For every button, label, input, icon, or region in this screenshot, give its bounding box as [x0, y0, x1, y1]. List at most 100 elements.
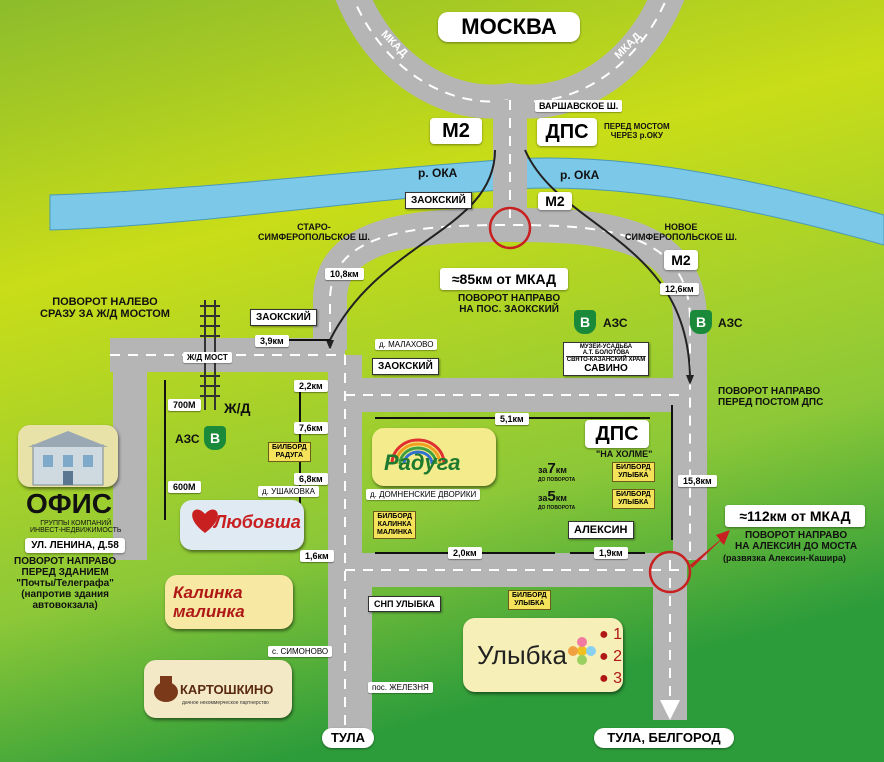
za7-num: 7 — [547, 460, 556, 477]
roundabout-112-marker — [648, 550, 692, 594]
sign-savino: САВИНО — [584, 363, 628, 374]
dist-22: 2,2км — [294, 380, 328, 392]
billboard-kalinka: БИЛБОРД КАЛИНКА МАЛИНКА — [373, 511, 417, 539]
za7-note: за7км ДО ПОВОРОТА — [538, 460, 575, 483]
raduga-name: Радуга — [384, 450, 461, 475]
za5-sub: ДО ПОВОРОТА — [538, 505, 576, 511]
ulybka-card: Улыбка ● 1 ● 2 ● 3 — [463, 618, 623, 692]
azs-label-3: АЗС — [175, 432, 200, 446]
sign-museum-name: МУЗЕЙ-УСАДЬБА А.Т. БОЛОТОВА — [579, 344, 633, 356]
billboard-ulybka-1: БИЛБОРД УЛЫБКА — [612, 462, 655, 482]
turn112-note2: (развязка Алексин-Кашира) — [723, 553, 846, 563]
village-domnenskie: д. ДОМНЕНСКИЕ ДВОРИКИ — [366, 489, 481, 500]
exit-arrow — [690, 530, 730, 568]
kalinka-card: Калинка малинка — [165, 575, 293, 629]
azs-icon-1: B — [574, 310, 596, 334]
left-turn-note: ПОВОРОТ НАЛЕВО СРАЗУ ЗА Ж/Д МОСТОМ — [40, 296, 170, 320]
dist-16: 1,6км — [300, 550, 334, 562]
village-zheleznya: пос. ЖЕЛЕЗНЯ — [368, 682, 433, 693]
sign-zaoksky-left: ЗАОКСКИЙ — [250, 309, 317, 326]
novoe-label: НОВОЕ СИМФЕРОПОЛЬСКОЕ Ш. — [625, 222, 737, 242]
azs-label-2: АЗС — [718, 316, 743, 330]
sign-zaoksky-mid: ЗАОКСКИЙ — [372, 358, 439, 375]
dps-top-note: ПЕРЕД МОСТОМ ЧЕРЕЗ р.ОКУ — [604, 122, 670, 140]
dist-76: 7,6км — [294, 422, 328, 434]
ulybka-num-1: ● 1 — [599, 626, 623, 643]
turn85-from: от МКАД — [496, 271, 557, 287]
dist-126: 12,6км — [660, 283, 699, 295]
sign-museum: МУЗЕЙ-УСАДЬБА А.Т. БОЛОТОВА СВЯТО-КАЗАНС… — [563, 342, 649, 376]
dps-top: ДПС — [537, 118, 597, 146]
za7-unit: км — [555, 465, 567, 475]
za5-num: 5 — [547, 488, 556, 505]
turn85-distance: ≈85км от МКАД — [440, 268, 568, 290]
za7-sub: ДО ПОВОРОТА — [538, 477, 576, 483]
turn112-from: от МКАД — [790, 508, 851, 524]
dist-158: 15,8км — [678, 475, 717, 487]
office-title: ОФИС — [26, 488, 113, 519]
sign-snp: СНП УЛЫБКА — [368, 596, 441, 612]
sign-temple: СВЯТО-КАЗАНСКИЙ ХРАМ — [566, 356, 646, 363]
kartoshkino-name: КАРТОШКИНО — [180, 682, 274, 697]
roundabout-85-marker — [488, 206, 532, 250]
sign-zaoksky-top: ЗАОКСКИЙ — [405, 192, 472, 209]
rail-label: Ж/Д — [224, 400, 251, 416]
ulybka-num-3: ● 3 — [599, 670, 623, 687]
azs-icon-2: B — [690, 310, 712, 334]
lubovsha-card: Любовша — [180, 500, 304, 550]
turn112-distance: ≈112км от МКАД — [725, 505, 865, 527]
river-right-label: р. ОКА — [560, 168, 600, 182]
ulybka-n2: 2 — [613, 648, 623, 665]
ulybka-n3: 3 — [613, 670, 623, 687]
varsh-label: ВАРШАВСКОЕ Ш. — [535, 100, 623, 112]
azs-label-1: АЗС — [603, 316, 628, 330]
raduga-card: Радуга — [372, 428, 496, 486]
rainbow-icon — [390, 438, 446, 465]
sign-aleksin: АЛЕКСИН — [568, 521, 634, 539]
turn85-km: ≈85км — [451, 271, 493, 287]
za7-pre: за — [538, 465, 548, 475]
flower-icon — [568, 637, 596, 665]
pot-icon — [154, 676, 178, 702]
staro-label: СТАРО- СИМФЕРОПОЛЬСКОЕ Ш. — [258, 222, 370, 242]
ulybka-num-2: ● 2 — [599, 648, 623, 665]
dist-108: 10,8км — [325, 268, 364, 280]
heart-icon — [192, 509, 218, 533]
dist-20: 2,0км — [448, 547, 482, 559]
billboard-raduga: БИЛБОРД РАДУГА — [268, 442, 311, 462]
dist-68: 6,8км — [294, 473, 328, 485]
dps-mid-note: "НА ХОЛМЕ" — [596, 449, 653, 459]
city-moskva: МОСКВА — [438, 12, 580, 42]
lubovsha-name: Любовша — [214, 512, 301, 532]
river-left-label: р. ОКА — [418, 166, 458, 180]
azs-icon-3: B — [204, 426, 226, 450]
dist-19: 1,9км — [594, 547, 628, 559]
m2-mid-label: М2 — [538, 192, 572, 210]
rail-bridge-label: Ж/Д МОСТ — [183, 352, 232, 363]
turn85-note: ПОВОРОТ НАПРАВО НА ПОС. ЗАОКСКИЙ — [458, 293, 561, 315]
village-simonovo: с. СИМОНОВО — [268, 646, 333, 657]
village-ushakovka: д. УШАКОВКА — [258, 486, 319, 497]
dps-mid: ДПС — [585, 420, 649, 448]
billboard-ulybka-2: БИЛБОРД УЛЫБКА — [612, 489, 655, 509]
turn112-note: ПОВОРОТ НАПРАВО НА АЛЕКСИН ДО МОСТА — [735, 530, 858, 552]
office-directions: ПОВОРОТ НАПРАВО ПЕРЕД ЗДАНИЕМ "Почты/Тел… — [14, 556, 117, 611]
dist-600: 600М — [168, 481, 201, 493]
river-oka — [49, 157, 884, 246]
city-tula: ТУЛА — [322, 728, 374, 748]
dist-51: 5,1км — [495, 413, 529, 425]
m2-top-label: М2 — [430, 118, 482, 144]
m2-right-label: М2 — [664, 250, 698, 270]
dist-39: 3,9км — [255, 335, 289, 347]
billboard-ulybka-3: БИЛБОРД УЛЫБКА — [508, 590, 551, 610]
za5-unit: км — [555, 493, 567, 503]
kalinka-name: Калинка малинка — [173, 583, 245, 621]
office-company: ГРУППЫ КОМПАНИЙ ИНВЕСТ-НЕДВИЖИМОСТЬ — [30, 520, 122, 534]
za5-pre: за — [538, 493, 548, 503]
office-building-icon — [28, 431, 108, 486]
ulybka-n1: 1 — [613, 626, 623, 643]
dist-700: 700М — [168, 399, 201, 411]
kartoshkino-card: КАРТОШКИНО дачное некоммерческое партнер… — [144, 660, 292, 718]
city-tula-belgorod: ТУЛА, БЕЛГОРОД — [594, 728, 734, 748]
